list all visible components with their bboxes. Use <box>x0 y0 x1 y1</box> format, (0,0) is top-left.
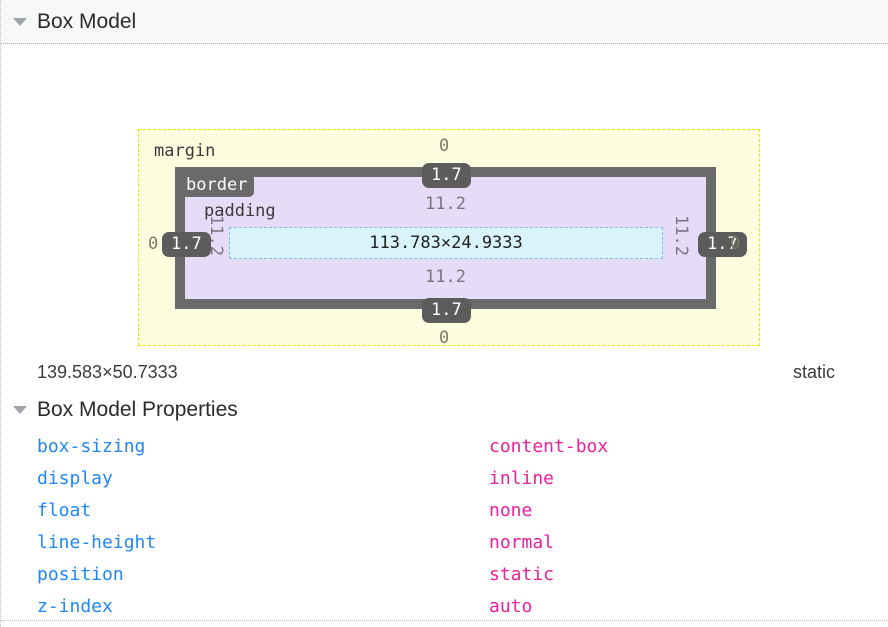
border-bottom-value[interactable]: 1.7 <box>422 298 471 323</box>
property-value[interactable]: normal <box>489 531 555 553</box>
property-row[interactable]: box-sizing content-box <box>1 430 888 462</box>
border-right-value[interactable]: 1.7 <box>698 232 747 257</box>
box-model-diagram: 113.783×24.9333 margin border padding 0 … <box>1 44 888 348</box>
property-value[interactable]: auto <box>489 595 533 617</box>
element-size-label: 139.583×50.7333 <box>37 361 178 382</box>
margin-left-value[interactable]: 0 <box>148 234 159 254</box>
padding-left-value[interactable]: 11.2 <box>206 215 226 256</box>
property-row[interactable]: z-index auto <box>1 590 888 622</box>
box-model-properties-header[interactable]: Box Model Properties <box>1 394 888 426</box>
property-value[interactable]: inline <box>489 467 555 489</box>
box-model-section-header[interactable]: Box Model <box>1 0 888 44</box>
bottom-divider <box>1 620 888 621</box>
property-value[interactable]: static <box>489 563 555 585</box>
property-name: position <box>37 563 124 585</box>
margin-right-value[interactable]: 0 <box>730 234 741 254</box>
element-position-label: static <box>792 361 835 382</box>
property-name: box-sizing <box>37 435 146 457</box>
margin-bottom-value[interactable]: 0 <box>439 328 450 348</box>
property-row[interactable]: line-height normal <box>1 526 888 558</box>
property-row[interactable]: display inline <box>1 462 888 494</box>
property-row[interactable]: position static <box>1 558 888 590</box>
border-region-label: border <box>179 174 255 197</box>
page-title: Box Model <box>37 9 137 33</box>
property-name: line-height <box>37 531 157 553</box>
padding-bottom-value[interactable]: 11.2 <box>425 267 466 287</box>
margin-top-value[interactable]: 0 <box>439 136 450 156</box>
padding-right-value[interactable]: 11.2 <box>671 215 691 256</box>
caret-down-icon[interactable] <box>13 17 27 26</box>
property-row[interactable]: float none <box>1 494 888 526</box>
property-name: float <box>37 499 92 521</box>
padding-region-label: padding <box>204 201 276 221</box>
property-name: display <box>37 467 113 489</box>
property-value[interactable]: content-box <box>489 435 609 457</box>
box-model-properties-list: box-sizing content-box display inline fl… <box>1 430 888 622</box>
border-top-value[interactable]: 1.7 <box>422 163 471 188</box>
property-name: z-index <box>37 595 113 617</box>
content-region[interactable] <box>229 227 663 259</box>
padding-top-value[interactable]: 11.2 <box>425 194 466 214</box>
border-left-value[interactable]: 1.7 <box>162 232 211 257</box>
box-model-properties-title: Box Model Properties <box>37 398 238 421</box>
box-model-summary: 139.583×50.7333 static <box>1 352 888 392</box>
property-value[interactable]: none <box>489 499 533 521</box>
margin-region-label: margin <box>154 141 216 161</box>
caret-down-icon[interactable] <box>13 406 27 414</box>
